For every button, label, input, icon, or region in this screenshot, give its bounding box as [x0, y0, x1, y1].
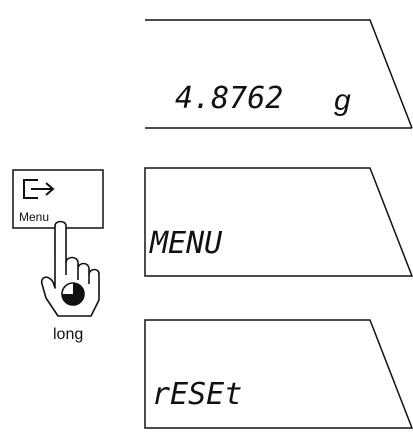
- exit-arrow-icon: [23, 179, 55, 199]
- display-reset-text: rESEt: [152, 377, 242, 412]
- display-panel-weight: 4.8762 g: [145, 19, 413, 129]
- display-weight-value: 4.8762: [175, 81, 283, 116]
- pointing-hand-icon: [40, 220, 100, 317]
- long-press-clock-icon: [61, 282, 85, 306]
- display-menu-text: MENU: [149, 226, 223, 261]
- long-press-caption: long: [53, 326, 83, 343]
- display-panel-reset: rESEt: [144, 319, 413, 429]
- display-panel-menu: MENU: [144, 167, 413, 277]
- menu-key[interactable]: Menu: [12, 169, 104, 229]
- display-weight-unit: g: [334, 84, 351, 117]
- menu-key-label: Menu: [19, 210, 49, 224]
